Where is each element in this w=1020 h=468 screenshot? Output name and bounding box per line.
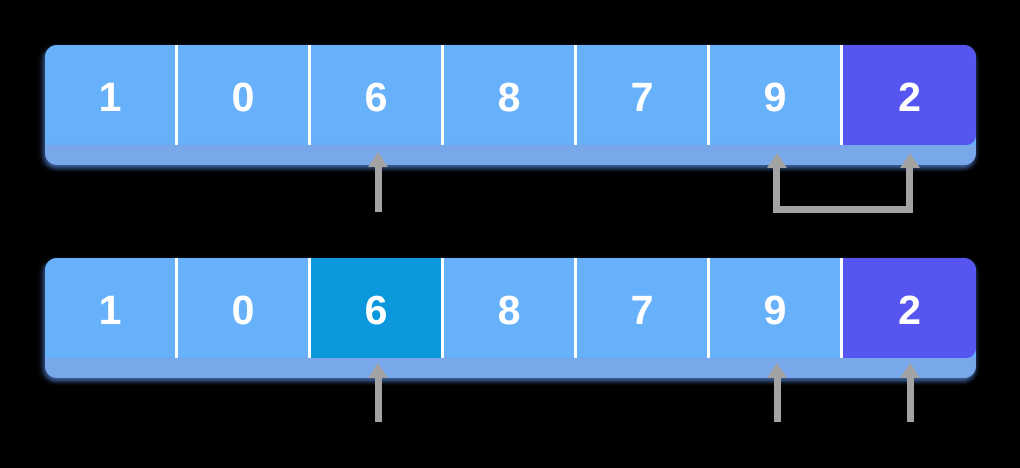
array-cell: 9	[710, 258, 843, 358]
array-cell: 9	[710, 45, 843, 145]
array-row-1: 1 0 6 8 7 9 2	[45, 45, 976, 165]
array-cell: 7	[577, 45, 710, 145]
array-cell-pivot: 2	[843, 45, 976, 145]
arrow-stem	[773, 378, 781, 422]
arrowhead-icon	[900, 363, 920, 378]
array-row-1-cells: 1 0 6 8 7 9 2	[45, 45, 976, 145]
arrowhead-icon	[368, 363, 388, 378]
arrow-stem	[374, 378, 382, 422]
array-row-2-cells: 1 0 6 8 7 9 2	[45, 258, 976, 358]
arrowhead-icon	[767, 153, 787, 168]
swap-arrowhead-left-icon	[767, 153, 787, 168]
array-cell: 7	[577, 258, 710, 358]
pointer-arrow-icon	[368, 363, 388, 422]
array-cell: 8	[444, 45, 577, 145]
swap-bracket-icon	[773, 168, 913, 213]
arrow-stem	[906, 378, 914, 422]
array-cell: 0	[178, 258, 311, 358]
array-cell: 1	[45, 258, 178, 358]
array-shadow-band	[45, 145, 976, 165]
array-shadow-band	[45, 358, 976, 378]
pointer-arrow-icon	[368, 152, 388, 212]
arrowhead-icon	[368, 152, 388, 167]
array-cell: 8	[444, 258, 577, 358]
array-cell: 0	[178, 45, 311, 145]
swap-arrowhead-right-icon	[900, 153, 920, 168]
arrowhead-icon	[900, 153, 920, 168]
array-cell: 1	[45, 45, 178, 145]
pointer-arrow-icon	[767, 363, 787, 422]
arrow-stem	[374, 167, 382, 212]
pointer-arrow-icon	[900, 363, 920, 422]
array-row-2: 1 0 6 8 7 9 2	[45, 258, 976, 378]
array-cell: 6	[311, 45, 444, 145]
array-cell-pivot: 2	[843, 258, 976, 358]
arrowhead-icon	[767, 363, 787, 378]
array-cell-active: 6	[311, 258, 444, 358]
